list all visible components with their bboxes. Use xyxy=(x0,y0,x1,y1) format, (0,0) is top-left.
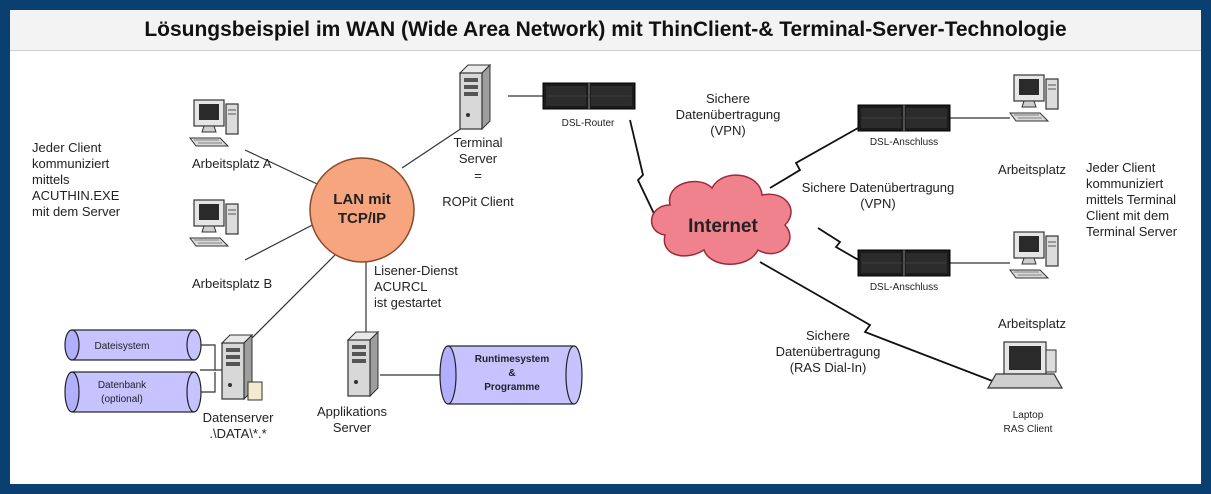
dateisystem-cylinder: Dateisystem xyxy=(64,329,202,361)
svg-text:Terminal: Terminal xyxy=(453,135,502,150)
datenserver-label: Datenserver .\DATA\*.* xyxy=(203,410,274,441)
svg-text:Client mit dem: Client mit dem xyxy=(1086,208,1169,223)
svg-text:(RAS Dial-In): (RAS Dial-In) xyxy=(790,360,867,375)
applikations-server-label: Applikations Server xyxy=(317,404,388,435)
internet-label: Internet xyxy=(688,216,758,237)
workstation-right-2-icon xyxy=(1009,231,1059,279)
svg-text:ACUTHIN.EXE: ACUTHIN.EXE xyxy=(32,188,120,203)
vpn-top-label: Sichere Datenübertragung (VPN) xyxy=(676,91,781,138)
internet-cloud: Internet xyxy=(650,174,792,265)
workstation-b-icon xyxy=(189,199,239,247)
svg-text:Sichere Datenübertragung: Sichere Datenübertragung xyxy=(802,180,955,195)
datenbank-cylinder: Datenbank (optional) xyxy=(64,371,202,413)
network-diagram: LAN mit TCP/IP Internet Arbeitsplatz A A… xyxy=(32,64,1178,441)
svg-text:&: & xyxy=(508,368,515,379)
svg-text:Datenübertragung: Datenübertragung xyxy=(676,107,781,122)
terminal-server-label: Terminal Server = ROPit Client xyxy=(442,135,514,209)
workstation-right-1-label: Arbeitsplatz xyxy=(998,162,1066,177)
link-router-internet xyxy=(629,119,659,223)
svg-text:Jeder Client: Jeder Client xyxy=(32,140,102,155)
datenserver-document-icon xyxy=(247,381,263,401)
left-note: Jeder Client kommuniziert mittels ACUTHI… xyxy=(32,140,121,219)
dateisystem-label: Dateisystem xyxy=(94,341,149,352)
dsl-router-label: DSL-Router xyxy=(562,118,615,129)
svg-text:Sichere: Sichere xyxy=(806,328,850,343)
link-internet-dsl1 xyxy=(769,127,859,189)
terminal-server-icon xyxy=(459,64,491,130)
wan-links xyxy=(629,119,996,383)
workstation-a-label: Arbeitsplatz A xyxy=(192,156,272,171)
dsl-anschluss-1-label: DSL-Anschluss xyxy=(870,137,938,148)
laptop-icon xyxy=(986,341,1064,389)
svg-text:Runtimesystem: Runtimesystem xyxy=(475,354,550,365)
svg-text:Lisener-Dienst: Lisener-Dienst xyxy=(374,263,458,278)
svg-text:Terminal Server: Terminal Server xyxy=(1086,224,1178,239)
svg-text:.\DATA\*.*: .\DATA\*.* xyxy=(209,426,266,441)
lan-label-1: LAN mit xyxy=(333,191,391,208)
svg-text:mit dem Server: mit dem Server xyxy=(32,204,121,219)
dsl-anschluss-2-icon xyxy=(857,249,951,277)
datenbank-label-1: Datenbank xyxy=(98,380,147,391)
link-internet-laptop xyxy=(759,261,996,383)
laptop-label: Laptop RAS Client xyxy=(1004,410,1053,435)
diagram-title: Lösungsbeispiel im WAN (Wide Area Networ… xyxy=(10,10,1201,51)
svg-text:(VPN): (VPN) xyxy=(860,196,895,211)
svg-text:kommuniziert: kommuniziert xyxy=(32,156,110,171)
dsl-anschluss-1-icon xyxy=(857,104,951,132)
svg-text:Datenserver: Datenserver xyxy=(203,410,274,425)
line-datenbank xyxy=(200,372,216,393)
svg-text:(VPN): (VPN) xyxy=(710,123,745,138)
dsl-router-icon xyxy=(542,82,636,110)
svg-text:ist gestartet: ist gestartet xyxy=(374,295,442,310)
svg-text:Jeder Client: Jeder Client xyxy=(1086,160,1156,175)
lan-label-2: TCP/IP xyxy=(338,210,386,227)
svg-text:Sichere: Sichere xyxy=(706,91,750,106)
svg-text:Laptop: Laptop xyxy=(1013,410,1044,421)
svg-text:=: = xyxy=(474,168,482,183)
runtime-cylinder: Runtimesystem & Programme xyxy=(439,345,583,405)
svg-text:RAS Client: RAS Client xyxy=(1004,424,1053,435)
line-lan-terminal xyxy=(401,127,463,169)
applikations-server-icon xyxy=(347,331,379,397)
svg-text:Programme: Programme xyxy=(484,382,540,393)
workstation-right-1-icon xyxy=(1009,74,1059,122)
svg-text:kommuniziert: kommuniziert xyxy=(1086,176,1164,191)
connection-lines xyxy=(200,95,1010,393)
svg-text:ROPit Client: ROPit Client xyxy=(442,194,514,209)
datenbank-label-2: (optional) xyxy=(101,394,143,405)
line-dateisystem xyxy=(200,344,216,371)
svg-text:Server: Server xyxy=(333,420,372,435)
svg-text:mittels Terminal: mittels Terminal xyxy=(1086,192,1176,207)
svg-text:Applikations: Applikations xyxy=(317,404,388,419)
diagram-frame: Lösungsbeispiel im WAN (Wide Area Networ… xyxy=(10,10,1201,484)
vpn-middle-label: Sichere Datenübertragung (VPN) xyxy=(802,180,955,211)
workstation-a-icon xyxy=(189,99,239,147)
line-lan-datenserver xyxy=(249,251,339,341)
workstation-b-label: Arbeitsplatz B xyxy=(192,276,272,291)
svg-text:Server: Server xyxy=(459,151,498,166)
svg-text:ACURCL: ACURCL xyxy=(374,279,427,294)
link-internet-dsl2 xyxy=(817,227,863,263)
line-a-lan xyxy=(244,149,331,191)
svg-text:Datenübertragung: Datenübertragung xyxy=(776,344,881,359)
workstation-right-2-label: Arbeitsplatz xyxy=(998,316,1066,331)
line-b-lan xyxy=(244,219,323,261)
ras-label: Sichere Datenübertragung (RAS Dial-In) xyxy=(776,328,881,375)
right-note: Jeder Client kommuniziert mittels Termin… xyxy=(1086,160,1178,239)
lan-node: LAN mit TCP/IP xyxy=(309,157,415,263)
listener-label: Lisener-Dienst ACURCL ist gestartet xyxy=(374,263,458,310)
dsl-anschluss-2-label: DSL-Anschluss xyxy=(870,282,938,293)
svg-text:mittels: mittels xyxy=(32,172,70,187)
